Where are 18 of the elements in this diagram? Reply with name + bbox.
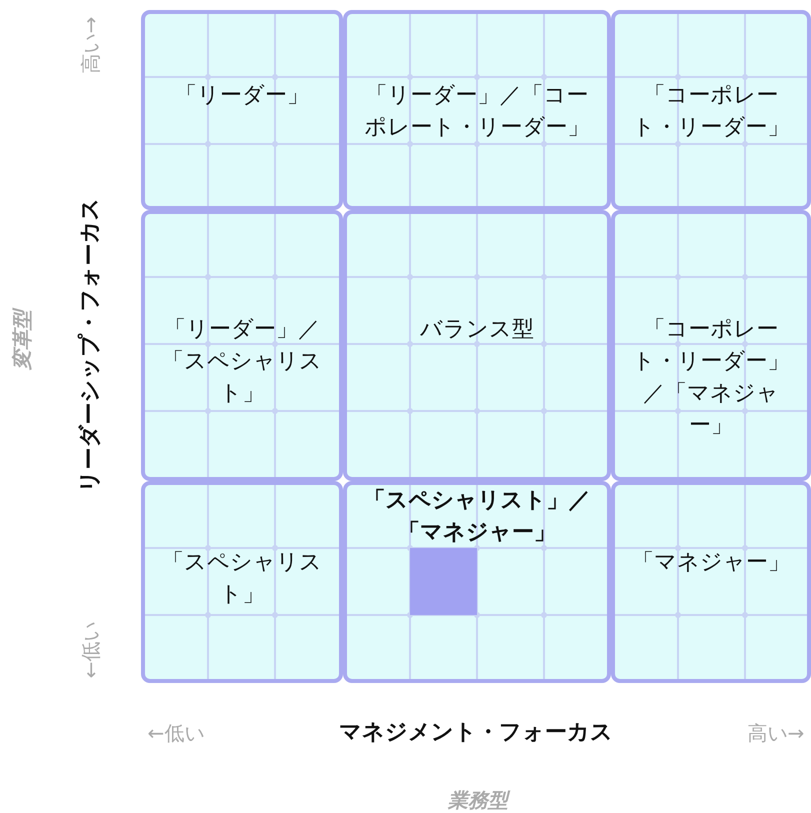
axis-title: マネジメント・フォーカス [339, 721, 613, 745]
cell-label: 「コーポレート・リーダー」 [632, 82, 790, 142]
axis-caption: 変革型 [10, 310, 34, 370]
highlight-square [410, 548, 477, 615]
cell-label: 「コーポレート・リーダー」／「マネジャー」 [632, 316, 790, 440]
axis-end-label: 高い→ [748, 721, 804, 745]
cell-label: 「リーダー」／「コーポレート・リーダー」 [364, 82, 590, 142]
axis-end-label: ←低い [78, 622, 102, 678]
cell-label: 「マネジャー」 [631, 549, 791, 577]
axis-end-label: 高い→ [78, 16, 102, 74]
cell-label: 「スペシャリスト」 [162, 549, 322, 609]
axis-end-label: ←低い [148, 721, 204, 745]
cell-label: 「スペシャリスト」／「マネジャー」 [362, 487, 592, 547]
cell-label: 「リーダー」／「スペシャリスト」 [162, 316, 322, 408]
axis-title: リーダーシップ・フォーカス [78, 198, 102, 492]
cell-label: バランス型 [419, 316, 535, 344]
axis-caption: 業務型 [448, 788, 508, 812]
cell-label: 「リーダー」 [174, 82, 310, 110]
